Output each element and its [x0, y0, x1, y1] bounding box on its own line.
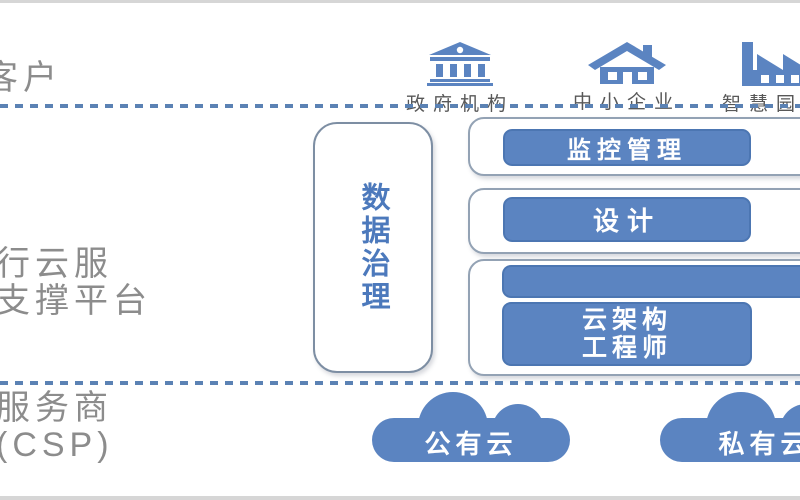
top-edge-line — [0, 0, 800, 3]
data-governance-box: 数据治理 — [313, 122, 433, 373]
bank-icon — [427, 42, 493, 86]
entity-smart-park: 智慧园区 — [722, 42, 800, 116]
divider-platform-provider — [0, 381, 800, 385]
bottom-edge-line — [0, 496, 800, 500]
entity-label: 政府机构 — [395, 89, 525, 116]
monitor-management-pill: 监控管理 — [503, 129, 751, 166]
provider-label-line1: 服务商 — [0, 389, 113, 427]
design-pill: 设计 — [503, 197, 751, 242]
provider-label-line2: (CSP) — [0, 426, 114, 464]
factory-icon — [742, 42, 800, 86]
provider-band-label: 服务商 (CSP) — [0, 390, 114, 464]
private-cloud-label: 私有云 — [718, 429, 800, 459]
group-architect: 云架构 工程师 — [468, 259, 800, 376]
platform-label-line2: 支撑平台 — [0, 282, 152, 320]
cloud-architect-pill: 云架构 工程师 — [502, 302, 752, 366]
customer-band-label: 客户 — [0, 59, 62, 97]
platform-label-line1: 行云服 — [0, 245, 113, 283]
data-governance-label: 数据治理 — [357, 181, 389, 314]
group-monitoring: 监控管理 — [468, 117, 800, 176]
private-cloud: 私有云 — [660, 392, 800, 462]
divider-customer-platform — [0, 104, 800, 108]
group-design: 设计 — [468, 188, 800, 254]
cloud-architect-line1: 云架构 — [581, 306, 672, 334]
public-cloud: 公有云 — [372, 392, 570, 462]
cloud-architect-line2: 工程师 — [581, 334, 672, 362]
entity-label: 中小企业 — [572, 92, 681, 113]
platform-band-label: 行云服 支撑平台 — [0, 246, 152, 320]
cloud-icon — [660, 418, 800, 462]
architect-top-bar — [502, 265, 800, 298]
house-icon — [588, 42, 666, 84]
entity-label: 智慧园区 — [722, 89, 800, 116]
cloud-icon — [372, 418, 570, 462]
public-cloud-label: 公有云 — [424, 429, 518, 459]
